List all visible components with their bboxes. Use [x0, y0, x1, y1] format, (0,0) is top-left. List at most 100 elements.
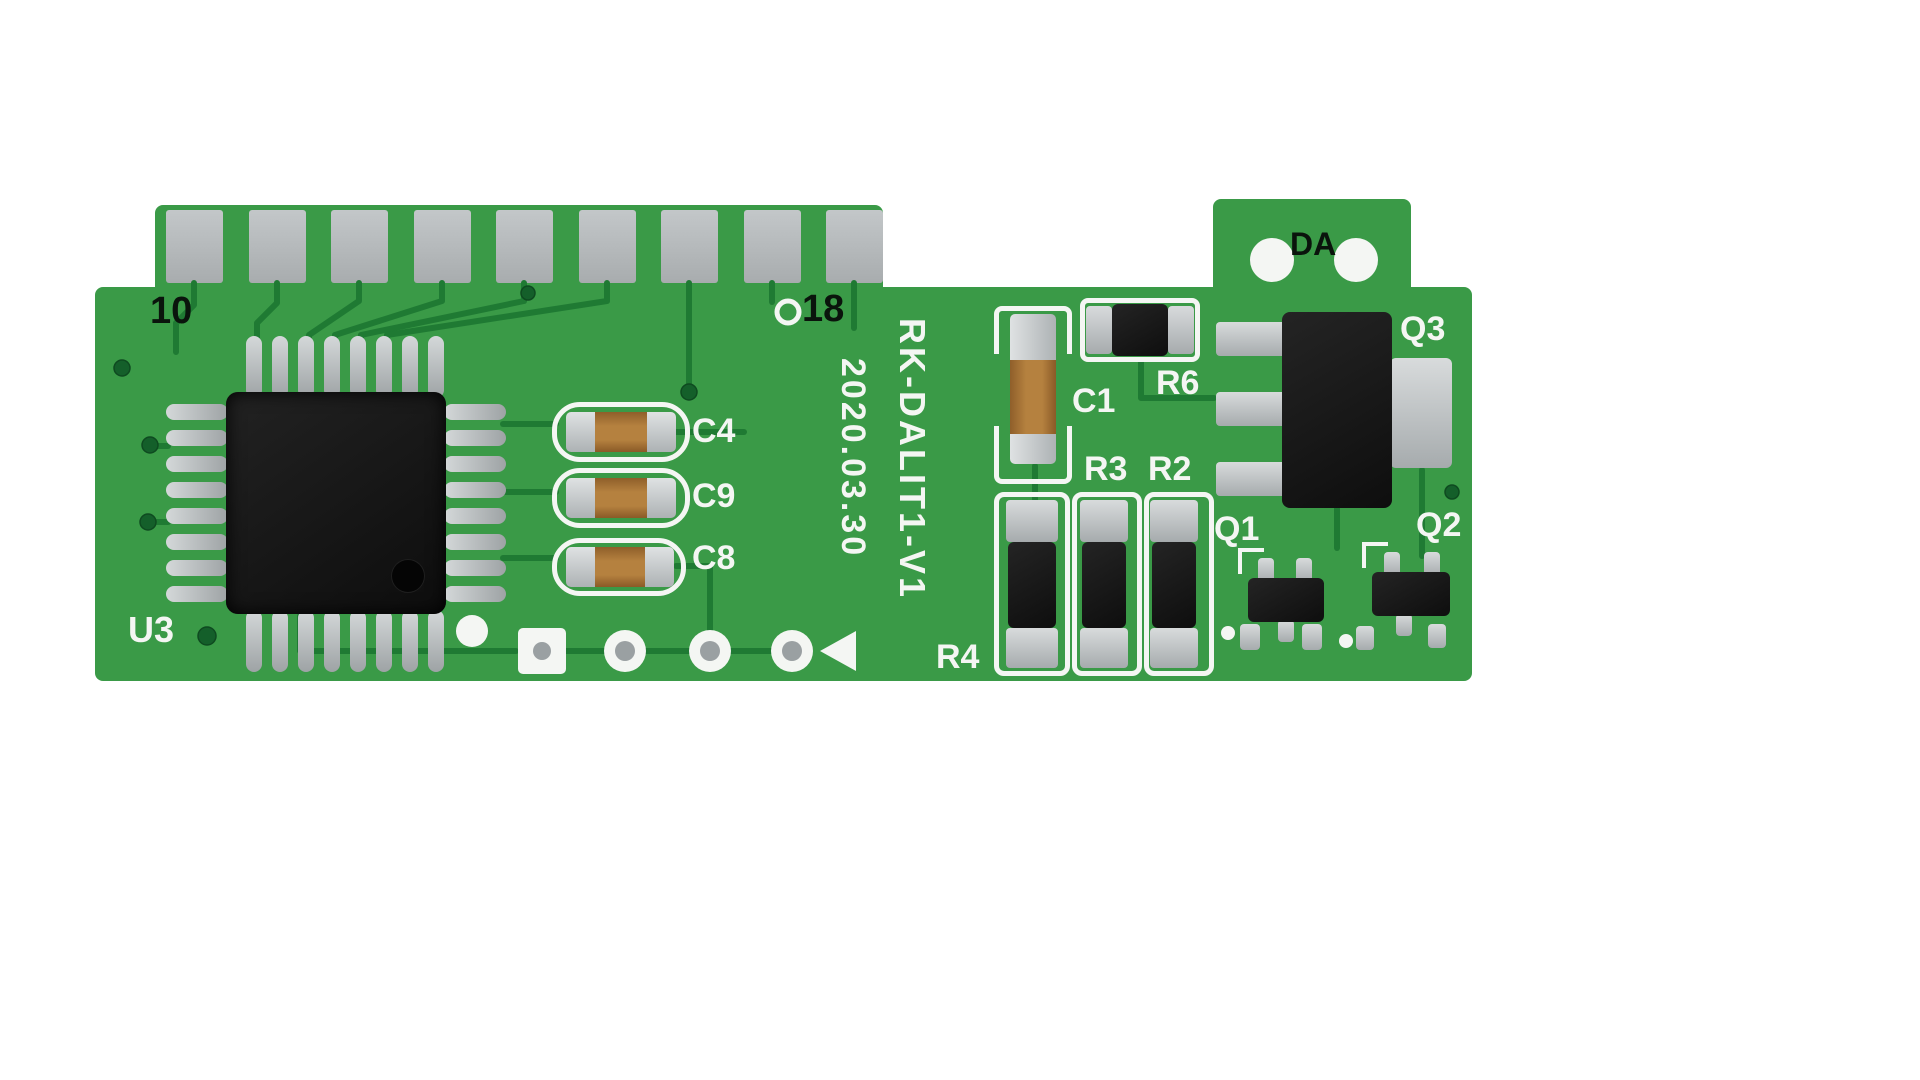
u3-pin — [166, 482, 228, 498]
spare-pad — [1240, 624, 1260, 650]
u3-pin — [402, 336, 418, 398]
r3-body — [1082, 542, 1126, 628]
c8-body — [595, 547, 645, 587]
u3-pin — [444, 508, 506, 524]
u3-pin — [350, 336, 366, 398]
pin-number-10: 10 — [150, 290, 193, 332]
u3-pin — [298, 336, 314, 398]
pin-number-18: 18 — [802, 288, 845, 330]
c4-silkscreen-outline — [552, 402, 690, 462]
q1-lead — [1278, 620, 1294, 642]
r3-label: R3 — [1084, 450, 1128, 488]
u3-pins-top — [246, 336, 456, 398]
u3-pin — [444, 482, 506, 498]
c9-capacitor — [566, 478, 676, 518]
r3-silkscreen-outline — [1072, 492, 1142, 676]
edge-finger — [414, 210, 471, 283]
pad-hole — [533, 642, 551, 660]
u3-pin — [166, 560, 228, 576]
q1-silkscreen-bracket — [1238, 548, 1264, 574]
da-pad — [1250, 238, 1294, 282]
spare-pad — [1356, 626, 1374, 650]
edge-finger — [496, 210, 553, 283]
c8-capacitor — [566, 547, 674, 587]
u3-pin — [376, 610, 392, 672]
via — [1444, 484, 1460, 500]
u3-pin — [324, 336, 340, 398]
q1-label: Q1 — [1214, 510, 1260, 548]
u3-pin — [246, 336, 262, 398]
via — [197, 626, 217, 646]
q2-lead — [1424, 552, 1440, 576]
u3-pin — [324, 610, 340, 672]
q1-lead — [1296, 558, 1312, 582]
c9-terminal — [566, 478, 595, 518]
q2-lead — [1384, 552, 1400, 576]
c4-capacitor — [566, 412, 676, 452]
silkscreen-dot — [1339, 634, 1353, 648]
board-model-label: RK-DALIT1-V1 — [892, 318, 933, 601]
u3-label: U3 — [128, 609, 175, 650]
u3-pin — [402, 610, 418, 672]
c1-terminal — [1010, 314, 1056, 360]
u3-pin — [166, 508, 228, 524]
u3-pin — [428, 610, 444, 672]
u3-pin — [166, 430, 228, 446]
da-label: DA — [1290, 226, 1337, 262]
square-test-pad — [518, 628, 566, 674]
c9-label: C9 — [692, 477, 736, 515]
u3-pin — [444, 586, 506, 602]
u3-pin — [166, 456, 228, 472]
c4-body — [595, 412, 647, 452]
round-test-pad — [689, 630, 731, 672]
u3-pins-right — [444, 404, 506, 614]
u3-pin — [428, 336, 444, 398]
da-connector-tab — [1213, 199, 1411, 304]
u3-pin — [376, 336, 392, 398]
c4-terminal — [647, 412, 676, 452]
r4-label: R4 — [936, 638, 980, 676]
c4-label: C4 — [692, 412, 736, 450]
round-test-pad — [604, 630, 646, 672]
u3-pins-left — [166, 404, 228, 614]
r6-terminal — [1168, 306, 1194, 354]
q2-lead — [1396, 614, 1412, 636]
u3-pin — [298, 610, 314, 672]
u3-pin — [444, 430, 506, 446]
edge-finger — [331, 210, 388, 283]
r3-terminal — [1080, 628, 1128, 668]
r3-terminal — [1080, 500, 1128, 542]
q3-lead — [1216, 392, 1286, 426]
c4-terminal — [566, 412, 595, 452]
r4-body — [1008, 542, 1056, 628]
c1-capacitor — [1010, 314, 1056, 464]
r4-terminal — [1006, 628, 1058, 668]
spare-pad — [1302, 624, 1322, 650]
round-test-pad — [771, 630, 813, 672]
r2-silkscreen-outline — [1144, 492, 1214, 676]
edge-finger — [166, 210, 223, 283]
u3-pin — [444, 404, 506, 420]
u3-pin — [272, 610, 288, 672]
edge-finger — [661, 210, 718, 283]
u3-pin — [444, 560, 506, 576]
edge-finger — [249, 210, 306, 283]
r2-terminal — [1150, 500, 1198, 542]
board-date-label: 2020.03.30 — [834, 358, 872, 559]
q2-silkscreen-bracket — [1362, 542, 1388, 568]
c8-label: C8 — [692, 539, 736, 577]
u3-chip-body — [226, 392, 446, 614]
spare-pad — [1428, 624, 1446, 648]
q1-body — [1248, 578, 1324, 622]
via — [113, 359, 131, 377]
pad-hole — [782, 641, 802, 661]
r2-terminal — [1150, 628, 1198, 668]
c8-terminal — [645, 547, 674, 587]
q3-tab — [1390, 358, 1452, 468]
u3-pin — [166, 404, 228, 420]
u3-pin1-marker — [392, 560, 424, 592]
silkscreen-arrow — [820, 631, 856, 671]
u3-pin — [444, 534, 506, 550]
u3-pin — [166, 586, 228, 602]
